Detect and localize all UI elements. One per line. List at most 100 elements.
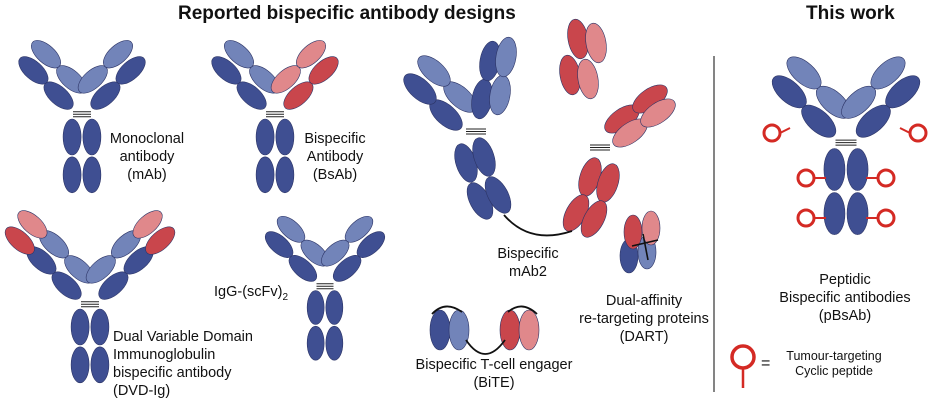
label-pbsab-line3: (pBsAb)	[818, 308, 872, 324]
mab2-r-arm2-light2	[640, 98, 676, 128]
bite-blue-heavy	[429, 309, 451, 351]
pbsab-peptide-arm-left	[762, 123, 782, 143]
bsab-fc-l2	[255, 156, 275, 194]
label-mab2-line1: Bispecific	[497, 246, 559, 262]
label-mab-line1: Monoclonal	[109, 131, 185, 147]
label-dart-line1: Dual-affinity	[605, 293, 683, 309]
igg-scfv-fc-l2	[306, 325, 325, 361]
pbsab-peptide-fc-left1	[796, 168, 816, 188]
igg-scfv-fc-r1	[325, 290, 344, 325]
label-bsab-line3: (BsAb)	[312, 167, 358, 183]
pbsab-peptide-fc-left2	[796, 208, 816, 228]
mab-r-heavy2	[115, 56, 146, 85]
bsab-fc-r1	[275, 118, 295, 156]
mab2-r-light1	[577, 58, 599, 100]
mab2-l-fc2	[472, 137, 496, 177]
bsab-r-heavy2	[308, 56, 339, 85]
dart-light2	[641, 210, 661, 246]
mab-fc-r2	[82, 156, 102, 194]
igg-scfv-r-light2	[344, 215, 374, 243]
label-dvd-ig: Dual Variable Domain Immunoglobulin bisp…	[113, 328, 253, 400]
pbsab-peptide-arm-right	[908, 123, 928, 143]
label-pbsab-line2: Bispecific antibodies	[779, 290, 911, 306]
dvd-l-extra-light	[17, 210, 48, 239]
label-bite: Bispecific T-cell engager (BiTE)	[404, 356, 584, 392]
label-igg-scfv-sub: 2	[282, 291, 289, 303]
pbsab-fc-r2	[846, 192, 869, 235]
mab-r-light2	[103, 40, 133, 69]
bsab-fc-l1	[255, 118, 275, 156]
dart-disulfide	[631, 233, 659, 261]
pbsab-l-light2	[786, 56, 822, 90]
mab2-linker	[503, 214, 573, 237]
bsab-r-light2	[296, 40, 326, 69]
igg-scfv-r-heavy2	[356, 231, 386, 258]
pbsab-peptide-fc-right2	[876, 208, 896, 228]
igg-scfv-l-light2	[276, 215, 306, 243]
bsab-l-heavy2	[211, 56, 242, 85]
dvd-r-extra-heavy	[145, 226, 176, 255]
dvd-fc-l1	[70, 308, 90, 346]
mab2-l-fc4	[484, 176, 512, 214]
mab2-l-heavy2	[403, 73, 437, 105]
mab-fc-l2	[62, 156, 82, 194]
igg-scfv-fc-l1	[306, 290, 325, 325]
bite-blue-light	[448, 309, 470, 351]
label-mab-line2: antibody	[119, 149, 175, 165]
pbsab-r-light2	[870, 56, 906, 90]
dvd-l-extra-heavy	[4, 226, 35, 255]
label-bsab: Bispecific Antibody (BsAb)	[298, 130, 372, 184]
label-mab2: Bispecific mAb2	[490, 245, 566, 281]
igg-scfv-l-heavy2	[264, 231, 294, 258]
mab-l-heavy2	[18, 56, 49, 85]
legend-text-line1: Tumour-targeting	[786, 349, 882, 363]
bite-red-light	[518, 309, 540, 351]
label-bite-line1: Bispecific T-cell engager	[415, 357, 573, 373]
label-dart: Dual-affinity re-targeting proteins (DAR…	[568, 292, 720, 346]
pbsab-peptide-fc-right1	[876, 168, 896, 188]
label-mab2-line2: mAb2	[509, 264, 547, 280]
label-igg-scfv-main: IgG-(scFv)	[214, 284, 283, 300]
mab-l-light2	[31, 40, 61, 69]
dvd-r-extra-light	[132, 210, 163, 239]
label-bsab-line2: Antibody	[306, 149, 364, 165]
label-dart-line2: re-targeting proteins	[579, 311, 709, 327]
mab2-l-light2	[417, 55, 451, 87]
bsab-fc-r2	[275, 156, 295, 194]
legend-equals: =	[761, 355, 771, 372]
legend-peptide-icon	[730, 344, 756, 370]
label-dart-line3: (DART)	[619, 329, 669, 345]
mab2-r-light2	[585, 22, 607, 64]
label-bite-line2: (BiTE)	[473, 375, 515, 391]
label-dvd-line3: bispecific antibody	[113, 365, 232, 381]
label-mab-line3: (mAb)	[127, 167, 167, 183]
pbsab-r-heavy2	[885, 75, 921, 109]
header-this-work: This work	[806, 3, 895, 24]
pbsab-fc-l1	[823, 148, 846, 191]
legend-text: Tumour-targeting Cyclic peptide	[772, 349, 896, 379]
dvd-fc-l2	[70, 346, 90, 384]
label-pbsab: Peptidic Bispecific antibodies (pBsAb)	[770, 271, 920, 325]
label-bsab-line1: Bispecific	[304, 131, 366, 147]
igg-scfv-fc-r2	[325, 325, 344, 361]
dvd-fc-r1	[90, 308, 110, 346]
label-dvd-line2: Immunoglobulin	[113, 347, 216, 363]
pbsab-fc-r1	[846, 148, 869, 191]
pbsab-fc-l2	[823, 192, 846, 235]
label-dvd-line4: (DVD-Ig)	[113, 383, 171, 399]
dvd-fc-r2	[90, 346, 110, 384]
header-reported-designs: Reported bispecific antibody designs	[178, 3, 516, 24]
bite-linkers	[431, 305, 538, 355]
label-igg-scfv: IgG-(scFv)2	[214, 283, 288, 307]
pbsab-peptide-arm-right-linker	[899, 127, 911, 134]
pbsab-peptide-arm-left-linker	[779, 127, 791, 134]
mab2-r-fc4	[580, 200, 608, 238]
legend-text-line2: Cyclic peptide	[795, 364, 873, 378]
label-dvd-line1: Dual Variable Domain	[113, 329, 253, 345]
bsab-l-light2	[224, 40, 254, 69]
label-mab: Monoclonal antibody (mAb)	[108, 130, 186, 184]
mab-fc-r1	[82, 118, 102, 156]
pbsab-l-heavy2	[771, 75, 807, 109]
